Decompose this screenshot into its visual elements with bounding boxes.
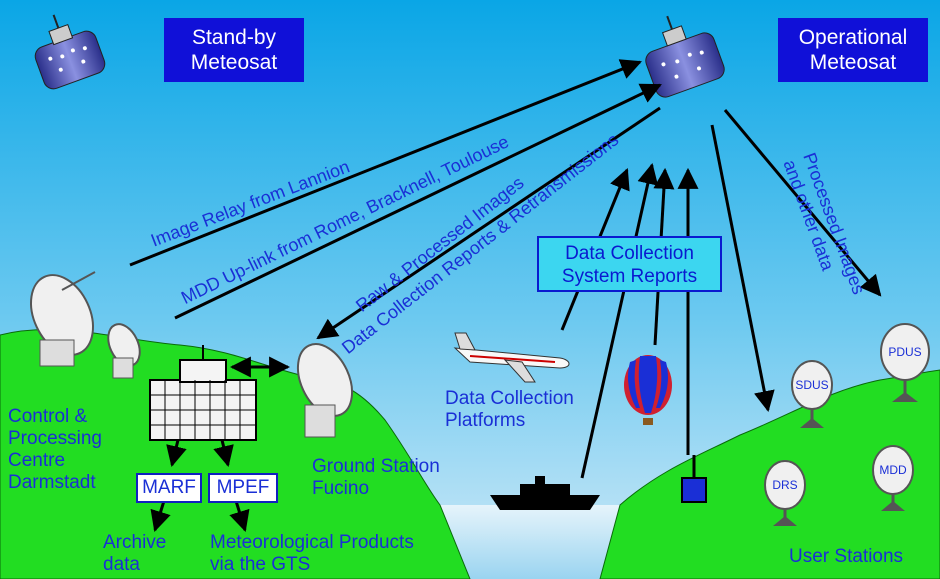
sdus-label: SDUS (795, 378, 829, 392)
user-stations-label: User Stations (789, 546, 904, 567)
standby-line2: Meteosat (190, 51, 278, 74)
arrow-sat-to-pdus (723, 109, 882, 297)
pdus-label: PDUS (888, 345, 922, 359)
arrow-dc-retrans (316, 106, 661, 340)
dcp-line2: Platforms (445, 410, 526, 431)
operational-meteosat-box: Operational Meteosat (778, 18, 928, 82)
small-dish-icon (107, 323, 141, 379)
sdus-dish-icon (791, 360, 833, 428)
operational-satellite-icon (645, 15, 725, 98)
ground-line2: Fucino (312, 478, 370, 499)
met-line1: Meteorological Products (210, 532, 414, 553)
control-line1: Control & (8, 406, 88, 427)
mdd-dish-icon (872, 445, 914, 511)
buoy-platform-icon (681, 455, 707, 503)
arrow-image-relay (129, 59, 642, 267)
met-line2: via the GTS (210, 554, 311, 575)
standby-satellite-icon (34, 14, 106, 90)
control-line2: Processing (8, 428, 102, 449)
archive-line2: data (103, 554, 140, 575)
mpef-box: MPEF (208, 473, 278, 503)
operational-line2: Meteosat (809, 51, 897, 74)
balloon-icon (624, 355, 672, 425)
standby-line1: Stand-by (191, 26, 277, 49)
control-centre-building-icon (149, 345, 257, 441)
control-line3: Centre (8, 450, 66, 471)
archive-line1: Archive (103, 532, 167, 553)
large-dish-icon (30, 271, 96, 367)
dcp-line1: Data Collection (445, 388, 574, 409)
arrow-sat-to-sdus (710, 124, 775, 413)
control-line4: Darmstadt (8, 472, 96, 493)
pdus-dish-icon (880, 323, 930, 402)
control-centre-label: Control & Processing Centre Darmstadt (8, 406, 102, 494)
mdd-label: MDD (879, 463, 907, 477)
standby-meteosat-box: Stand-by Meteosat (164, 18, 304, 82)
ground-station-label: Ground Station Fucino (312, 456, 440, 500)
airplane-icon (453, 332, 570, 383)
water (420, 505, 640, 579)
operational-line1: Operational (798, 26, 908, 49)
dcs-reports-box: Data Collection System Reports (537, 236, 722, 292)
ground-line1: Ground Station (312, 456, 440, 477)
dcs-line2: System Reports (561, 266, 698, 287)
dcp-label: Data Collection Platforms (445, 388, 574, 432)
fucino-dish-icon (296, 343, 354, 438)
dcs-line1: Data Collection (565, 243, 694, 264)
ship-icon (490, 476, 600, 510)
met-products-label: Meteorological Products via the GTS (210, 532, 414, 576)
drs-dish-icon (764, 460, 806, 526)
archive-label: Archive data (103, 532, 166, 576)
arrow-ship-up (580, 162, 659, 479)
arrow-mdd-uplink (174, 83, 662, 320)
marf-box: MARF (136, 473, 202, 503)
arrow-centre-to-mpef (213, 439, 234, 468)
arrow-centre-to-marf (166, 439, 187, 468)
drs-label: DRS (772, 478, 798, 492)
